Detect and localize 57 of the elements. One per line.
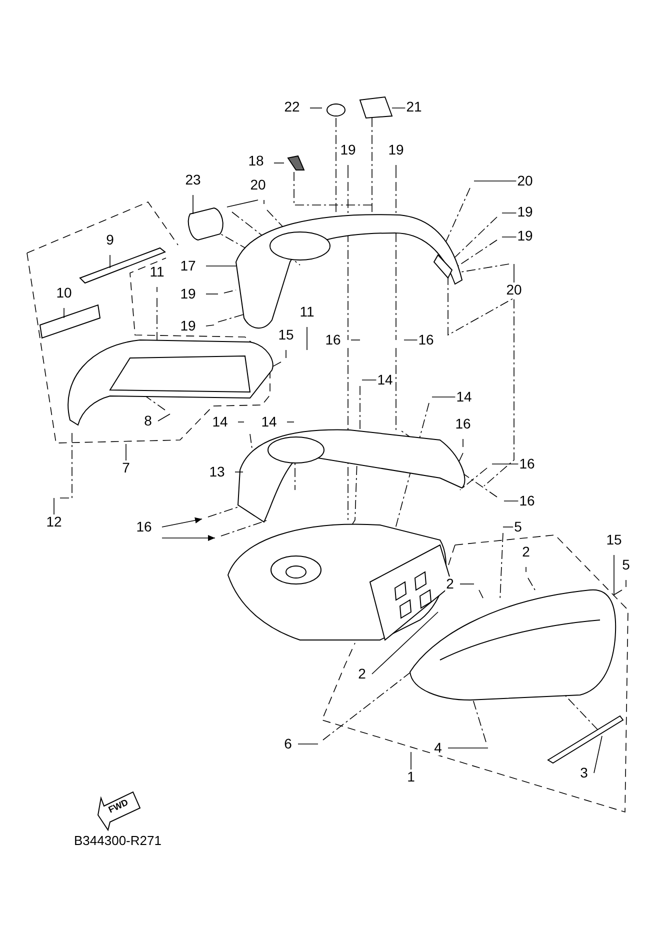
callout-number: 20 (505, 282, 523, 298)
leader-line (226, 200, 258, 208)
callout-number: 9 (105, 232, 115, 248)
callout-number: 2 (357, 666, 367, 682)
leader-line (156, 286, 158, 292)
leader-line (306, 326, 308, 350)
leader-line (206, 324, 214, 326)
direction-text: FWD (106, 797, 130, 815)
leader-line (192, 194, 194, 214)
callout-number: 13 (208, 464, 226, 480)
leader-line (274, 162, 284, 164)
callout-number: 16 (454, 416, 472, 432)
callout-number: 14 (211, 414, 229, 430)
callout-number: 15 (605, 532, 623, 548)
leader-line (462, 438, 464, 448)
callout-number: 14 (376, 372, 394, 388)
callout-number: 18 (247, 154, 265, 168)
callout-number: 11 (148, 264, 166, 280)
callout-number: 1 (406, 770, 416, 784)
callout-number: 10 (55, 286, 73, 300)
callout-number: 16 (324, 332, 342, 348)
leader-line (158, 414, 170, 422)
callout-number: 11 (298, 304, 316, 320)
callout-number: 16 (417, 332, 435, 348)
callout-number: 5 (513, 520, 523, 534)
callout-number: 20 (249, 178, 267, 192)
callout-number: 2 (445, 576, 455, 592)
callout-number: 19 (387, 142, 405, 158)
callout-number: 8 (143, 414, 153, 428)
callout-number: 14 (455, 390, 473, 404)
callout-number: 19 (516, 228, 534, 244)
callout-number: 22 (283, 100, 301, 114)
callout-number: 23 (184, 172, 202, 188)
callout-number: 19 (339, 142, 357, 158)
callout-number: 19 (179, 286, 197, 302)
callout-number: 5 (621, 558, 631, 572)
callout-number: 19 (516, 204, 534, 220)
callout-number: 15 (277, 328, 295, 342)
callout-number: 19 (179, 318, 197, 334)
figure-code: B344300-R271 (74, 833, 162, 848)
callout-number: 16 (135, 520, 153, 534)
callout-number: 21 (405, 100, 423, 114)
callout-number: 20 (516, 174, 534, 188)
callout-number: 16 (518, 494, 536, 508)
callout-number: 3 (579, 766, 589, 780)
callout-number: 4 (433, 740, 443, 756)
callout-number: 2 (521, 544, 531, 560)
callout-number: 16 (518, 456, 536, 472)
callout-number: 14 (260, 414, 278, 430)
callout-number: 17 (179, 258, 197, 274)
leader-line (594, 736, 602, 774)
callout-number: 7 (121, 460, 131, 476)
callout-number: 12 (45, 514, 63, 530)
leader-line (162, 535, 216, 541)
leader-line (162, 517, 202, 528)
callout-number: 6 (283, 736, 293, 752)
leader-line (372, 612, 438, 674)
